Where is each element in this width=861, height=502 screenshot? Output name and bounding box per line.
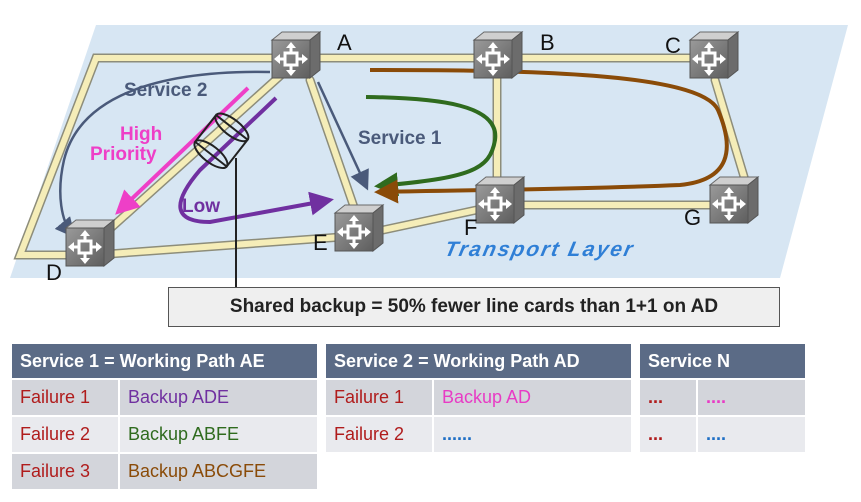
service2-label: Service 2 bbox=[124, 80, 207, 101]
table-row: ... .... bbox=[639, 379, 806, 416]
service1-table-header: Service 1 = Working Path AE bbox=[11, 343, 318, 379]
backup-cell: Backup ABFE bbox=[119, 416, 318, 453]
service2-path bbox=[54, 70, 271, 238]
router-c bbox=[688, 30, 740, 80]
node-label-d: D bbox=[46, 260, 62, 285]
failure-cell: Failure 2 bbox=[11, 416, 119, 453]
router-g bbox=[708, 175, 760, 225]
backup-abfe-path bbox=[365, 95, 498, 197]
table-row: Failure 2 Backup ABFE bbox=[11, 416, 318, 453]
router-e bbox=[333, 203, 385, 253]
failure-cell: Failure 1 bbox=[325, 379, 433, 416]
backup-cell: Backup ADE bbox=[119, 379, 318, 416]
table-row: ... .... bbox=[639, 416, 806, 453]
failure-cell: Failure 1 bbox=[11, 379, 119, 416]
router-d bbox=[64, 218, 116, 268]
high-priority-label-1: High bbox=[120, 124, 162, 145]
router-b bbox=[472, 30, 524, 80]
node-label-e: E bbox=[313, 230, 328, 255]
high-priority-label-2: Priority bbox=[90, 144, 157, 165]
transport-layer-label: Transport Layer bbox=[443, 238, 637, 261]
table-row: Failure 2 ...... bbox=[325, 416, 632, 453]
servicen-table-header: Service N bbox=[639, 343, 806, 379]
service1-path bbox=[316, 81, 369, 191]
service1-label: Service 1 bbox=[358, 128, 442, 149]
node-label-a: A bbox=[337, 30, 352, 55]
service1-table: Service 1 = Working Path AE Failure 1 Ba… bbox=[11, 343, 318, 490]
high-priority-arrow bbox=[115, 86, 250, 215]
servicen-cell: ... bbox=[639, 379, 697, 416]
servicen-table: Service N ... .... ... .... bbox=[639, 343, 806, 453]
failure-cell: Failure 2 bbox=[325, 416, 433, 453]
shared-line-card bbox=[193, 112, 250, 170]
table-row: Failure 1 Backup ADE bbox=[11, 379, 318, 416]
service2-table-header: Service 2 = Working Path AD bbox=[325, 343, 632, 379]
shared-backup-callout: Shared backup = 50% fewer line cards tha… bbox=[168, 287, 780, 327]
node-label-b: B bbox=[540, 30, 555, 55]
servicen-cell: .... bbox=[697, 379, 806, 416]
backup-cell: Backup ABCGFE bbox=[119, 453, 318, 490]
node-label-c: C bbox=[665, 33, 681, 58]
servicen-cell: .... bbox=[697, 416, 806, 453]
node-label-f: F bbox=[464, 215, 477, 240]
table-row: Failure 3 Backup ABCGFE bbox=[11, 453, 318, 490]
table-row: Failure 1 Backup AD bbox=[325, 379, 632, 416]
servicen-cell: ... bbox=[639, 416, 697, 453]
transport-plane bbox=[10, 25, 848, 278]
low-priority-label: Low bbox=[182, 196, 220, 217]
router-f bbox=[474, 175, 526, 225]
low-priority-path bbox=[178, 96, 334, 225]
service2-table: Service 2 = Working Path AD Failure 1 Ba… bbox=[325, 343, 632, 453]
failure-cell: Failure 3 bbox=[11, 453, 119, 490]
node-label-g: G bbox=[684, 205, 701, 230]
router-a bbox=[270, 30, 322, 80]
backup-cell: Backup AD bbox=[433, 379, 632, 416]
backup-cell: ...... bbox=[433, 416, 632, 453]
